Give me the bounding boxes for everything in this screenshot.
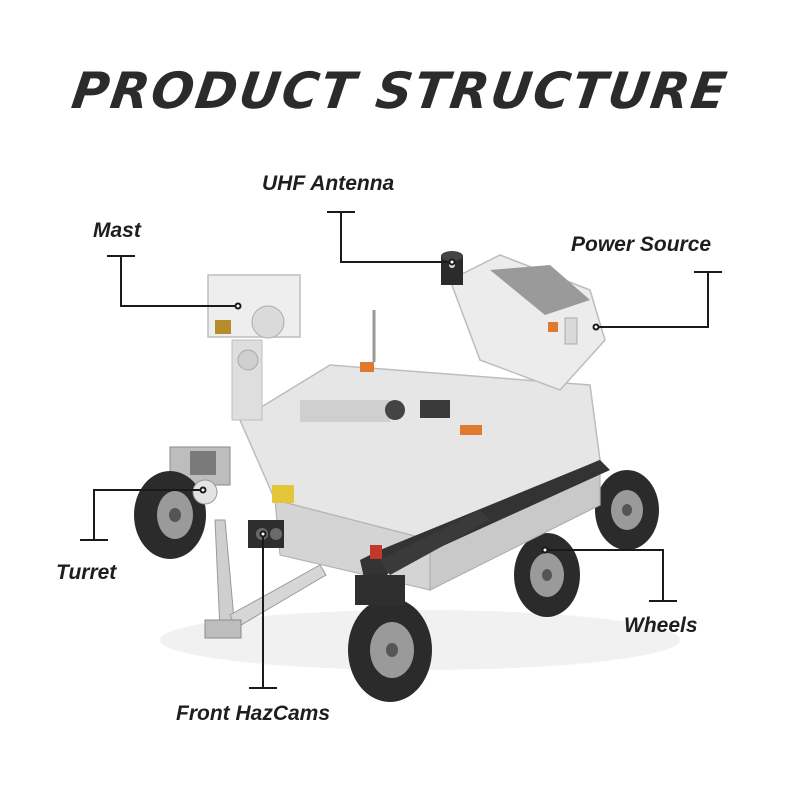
leader-turret xyxy=(93,489,203,540)
leader-wheels xyxy=(545,549,664,601)
yellow-detail xyxy=(272,485,294,503)
wheel-middle-right xyxy=(514,533,580,617)
label-turret: Turret xyxy=(56,561,117,584)
rover-body xyxy=(239,362,610,605)
label-front-hazcams: Front HazCams xyxy=(176,702,331,725)
leader-lines xyxy=(80,211,722,689)
label-uhf-antenna: UHF Antenna xyxy=(262,172,395,195)
leader-power xyxy=(596,272,709,328)
mast xyxy=(207,274,301,421)
red-detail xyxy=(370,545,382,559)
label-mast: Mast xyxy=(93,219,141,242)
orange-detail xyxy=(460,425,482,435)
wheel-front-left xyxy=(134,471,206,559)
label-wheels: Wheels xyxy=(624,614,698,637)
uhf-antenna xyxy=(441,251,463,285)
label-power-source: Power Source xyxy=(571,233,712,256)
wheel-rear-right xyxy=(595,470,659,550)
leader-mast xyxy=(120,256,238,307)
wheel-bracket xyxy=(355,575,405,605)
leader-uhf xyxy=(340,212,452,263)
orange-detail xyxy=(360,362,374,372)
wheel-front-right xyxy=(348,598,432,702)
power-source-rtg xyxy=(449,254,606,391)
